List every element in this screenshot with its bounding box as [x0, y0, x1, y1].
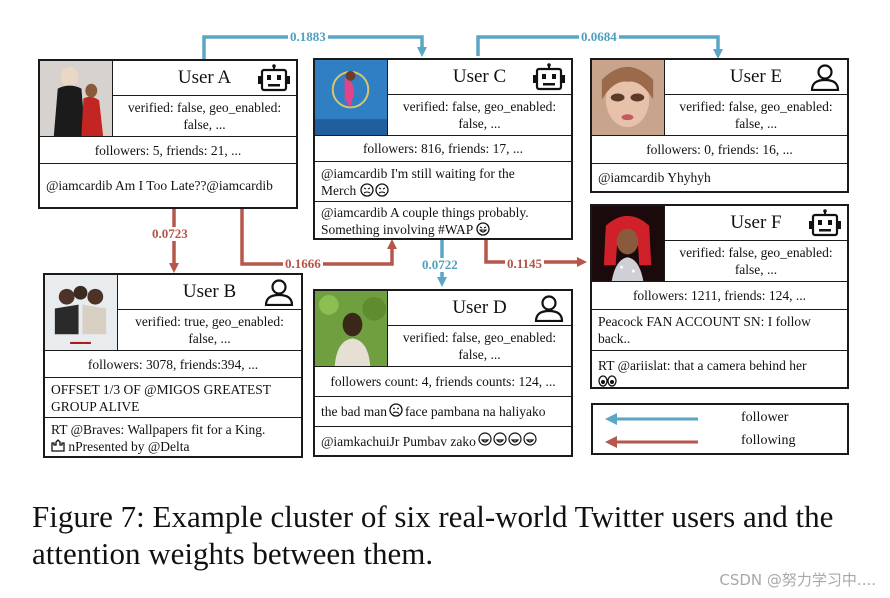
user-a-verified: verified: false, geo_enabled: false, ...: [113, 96, 296, 137]
user-b-tweet-2-line-2-wrap: nPresented by @Delta: [51, 438, 295, 456]
user-c-verified: verified: false, geo_enabled: false, ...: [388, 95, 571, 136]
eyes-emoji-icon: [598, 374, 841, 391]
user-d-name: User D: [452, 297, 507, 318]
user-f-card: User F verified: false, geo_enabled: fal…: [590, 204, 849, 389]
figure-caption: Figure 7: Example cluster of six real-wo…: [32, 499, 834, 571]
user-c-tweet-1-line-2: Merch: [321, 183, 357, 198]
user-c-card: User C verified: false, geo_enabled: fal…: [313, 58, 573, 240]
user-a-avatar: [40, 61, 113, 137]
user-c-name: User C: [452, 66, 507, 87]
robot-icon: [533, 63, 565, 91]
user-f-avatar: [592, 206, 665, 282]
user-d-tweet-1-part-1: the bad man: [321, 404, 387, 419]
user-c-name-row: User C: [388, 60, 571, 95]
user-e-avatar: [592, 60, 665, 136]
user-f-tweet-2-text: RT @ariislat: that a camera behind her: [598, 358, 807, 373]
user-a-card: User A verified: false, geo_enabled: fal…: [38, 59, 298, 209]
person-icon: [264, 279, 294, 306]
legend-following-label: following: [741, 433, 796, 448]
confused-face-emoji-icon: [389, 402, 403, 421]
legend-follower-label: follower: [741, 410, 789, 425]
laughing-face-emoji-icon: [476, 222, 491, 240]
user-c-avatar: [315, 60, 388, 136]
user-e-name: User E: [729, 66, 783, 87]
user-d-card: User D verified: false, geo_enabled: fal…: [313, 289, 573, 457]
user-d-tweet-1: the bad man face pambana na haliyako: [315, 397, 571, 427]
user-d-avatar: [315, 291, 388, 367]
weight-label-a-c-following: 0.1666: [283, 256, 323, 271]
user-b-avatar: ▬▬▬: [45, 275, 118, 351]
crying-face-emoji-icon: [359, 183, 390, 201]
user-f-tweet-1: Peacock FAN ACCOUNT SN: I follow back..: [592, 310, 847, 351]
svg-text:▬▬▬: ▬▬▬: [70, 339, 91, 346]
user-d-tweet-2-text: @iamkachuiJr Pumbav zako: [321, 433, 476, 449]
user-c-tweet-1-line-2-wrap: Merch: [321, 182, 565, 201]
user-b-name-row: User B: [118, 275, 301, 310]
user-b-tweet-1: OFFSET 1/3 OF @MIGOS GREATEST GROUP ALIV…: [45, 378, 301, 418]
user-a-stats: followers: 5, friends: 21, ...: [40, 137, 296, 164]
user-a-tweet-1: @iamcardib Am I Too Late??@iamcardib: [46, 178, 273, 193]
robot-icon: [809, 209, 841, 237]
user-c-tweet-2-line-2: Something involving #WAP: [321, 222, 473, 237]
edge-c-f-following: [484, 240, 587, 267]
user-f-name-row: User F: [665, 206, 847, 241]
user-b-card: ▬▬▬ User B verified: true, geo_enabled: …: [43, 273, 303, 458]
user-d-tweet-2: @iamkachuiJr Pumbav zako: [315, 427, 571, 455]
user-f-name: User F: [730, 212, 782, 233]
user-d-name-row: User D: [388, 291, 571, 326]
user-e-stats: followers: 0, friends: 16, ...: [592, 136, 847, 164]
watermark: CSDN @努力学习中....: [719, 571, 876, 589]
user-e-verified: verified: false, geo_enabled: false, ...: [665, 95, 847, 136]
user-e-name-row: User E: [665, 60, 847, 95]
user-c-tweet-2: @iamcardib A couple things probably. Som…: [315, 202, 571, 239]
user-b-name: User B: [182, 281, 237, 302]
user-c-tweet-1: @iamcardib I'm still waiting for the Mer…: [315, 162, 571, 202]
user-c-tweet-2-line-2-wrap: Something involving #WAP: [321, 221, 565, 240]
user-a-name-row: User A: [113, 61, 296, 96]
user-b-tweet-2-line-2: nPresented by @Delta: [68, 439, 190, 454]
user-a-name: User A: [177, 67, 232, 88]
user-f-tweet-2: RT @ariislat: that a camera behind her: [592, 351, 847, 387]
weight-label-c-e-follower: 0.0684: [579, 29, 619, 44]
user-c-tweet-2-line-1: @iamcardib A couple things probably.: [321, 205, 529, 220]
user-f-verified: verified: false, geo_enabled: false, ...: [665, 241, 847, 282]
user-d-verified: verified: false, geo_enabled: false, ...: [388, 326, 571, 367]
person-icon: [810, 64, 840, 91]
user-b-verified: verified: true, geo_enabled: false, ...: [118, 310, 301, 351]
legend-follower-arrow: [605, 413, 698, 448]
user-b-tweet-2: RT @Braves: Wallpapers fit for a King. n…: [45, 418, 301, 456]
weight-label-c-d-follower: 0.0722: [420, 257, 460, 272]
user-b-tweet-2-line-1: RT @Braves: Wallpapers fit for a King.: [51, 422, 266, 437]
legend: follower following: [591, 403, 849, 455]
robot-icon: [258, 64, 290, 92]
user-e-tweet-1: @iamcardib Yhyhyh: [598, 170, 711, 185]
user-c-stats: followers: 816, friends: 17, ...: [315, 136, 571, 162]
user-f-stats: followers: 1211, friends: 124, ...: [592, 282, 847, 310]
user-d-stats: followers count: 4, friends counts: 124,…: [315, 367, 571, 397]
user-b-stats: followers: 3078, friends:394, ...: [45, 351, 301, 378]
weight-label-a-c-follower: 0.1883: [288, 29, 328, 44]
user-e-card: User E verified: false, geo_enabled: fal…: [590, 58, 849, 193]
weight-label-a-b-following: 0.0723: [150, 226, 190, 241]
weight-label-c-f-following: 0.1145: [505, 256, 545, 271]
person-icon: [534, 295, 564, 322]
laughing-faces-emoji-icon: [478, 432, 540, 450]
user-c-tweet-1-line-1: @iamcardib I'm still waiting for the: [321, 166, 515, 181]
user-d-tweet-1-part-2: face pambana na haliyako: [404, 404, 546, 419]
castle-emoji-icon: [51, 439, 65, 456]
